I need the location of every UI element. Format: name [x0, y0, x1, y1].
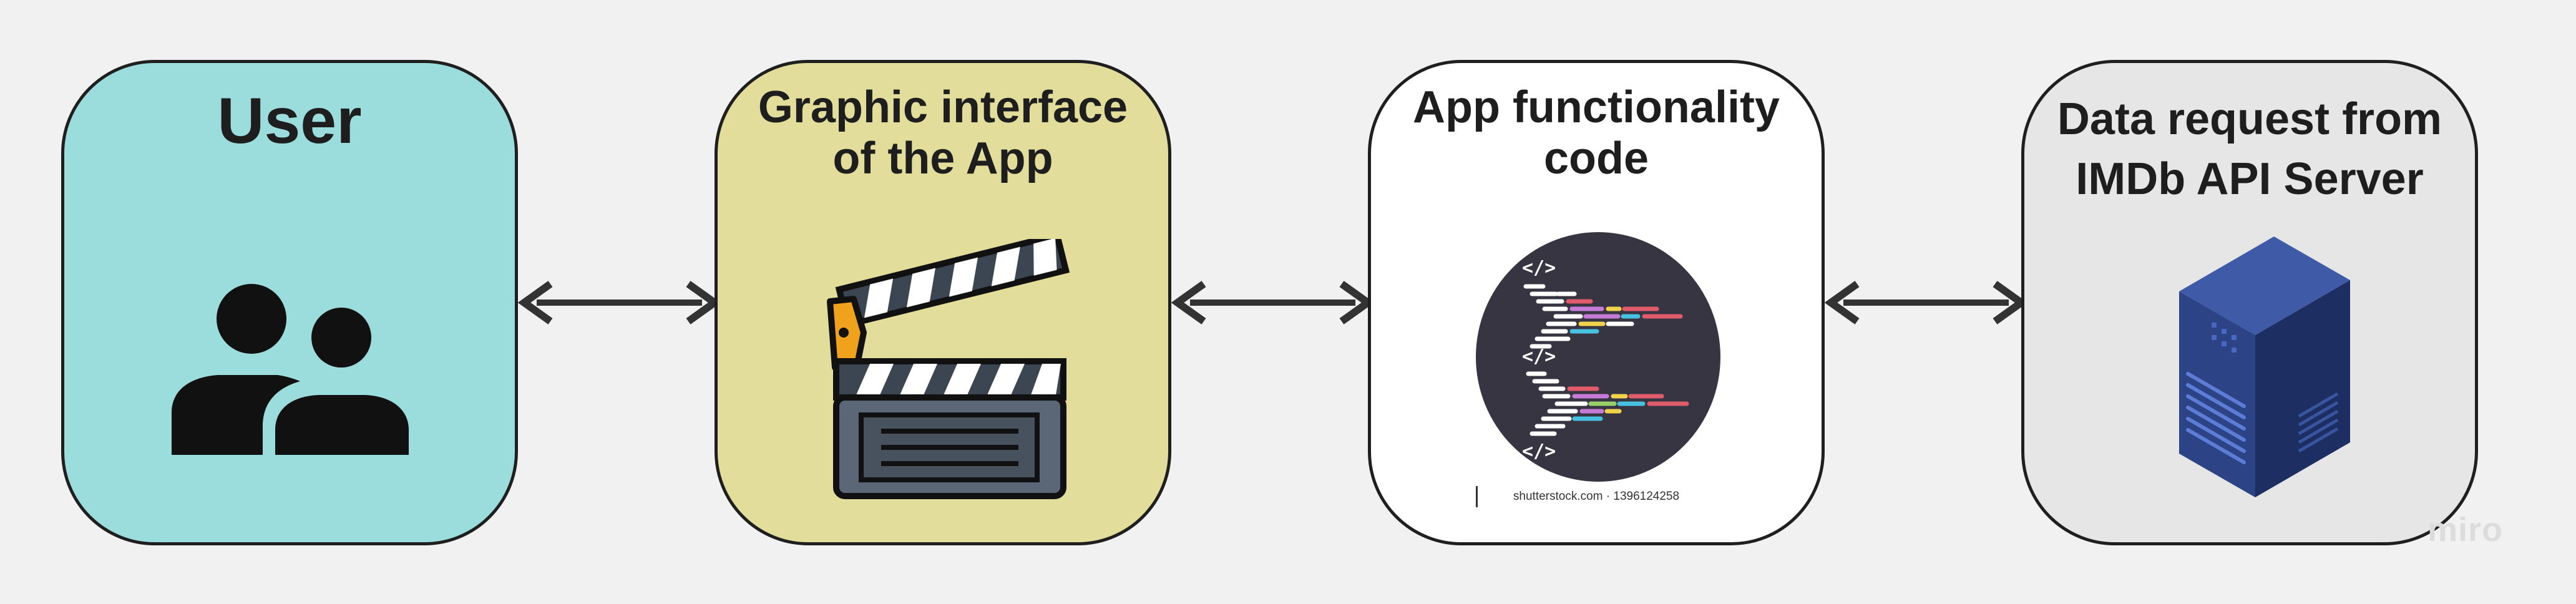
- image-caption: shutterstock.com · 1396124258: [1513, 490, 1680, 503]
- user-card-title: User: [217, 85, 362, 157]
- server-icon: [2174, 235, 2355, 499]
- server-card: Data request from IMDb API Server: [2021, 60, 2478, 545]
- svg-text:</>: </>: [1522, 346, 1556, 368]
- clapperboard-icon: [825, 231, 1075, 501]
- caption-divider: [1476, 486, 1478, 507]
- code-icon: </> </> </>: [1475, 231, 1722, 482]
- gui-card: Graphic interface of the App: [715, 60, 1171, 545]
- gui-card-title: Graphic interface of the App: [758, 82, 1128, 183]
- code-card: App functionality code </> </> </>: [1368, 60, 1825, 545]
- svg-text:</>: </>: [1522, 441, 1556, 462]
- double-arrow-code-server: [1824, 278, 2028, 328]
- code-card-title: App functionality code: [1413, 82, 1780, 183]
- users-icon: [172, 283, 409, 455]
- user-card: User: [61, 60, 518, 545]
- double-arrow-gui-code: [1171, 278, 1375, 328]
- miro-watermark: miro: [2427, 511, 2504, 548]
- server-card-title: Data request from IMDb API Server: [2057, 94, 2442, 204]
- double-arrow-user-gui: [517, 278, 721, 328]
- svg-text:</>: </>: [1522, 257, 1556, 279]
